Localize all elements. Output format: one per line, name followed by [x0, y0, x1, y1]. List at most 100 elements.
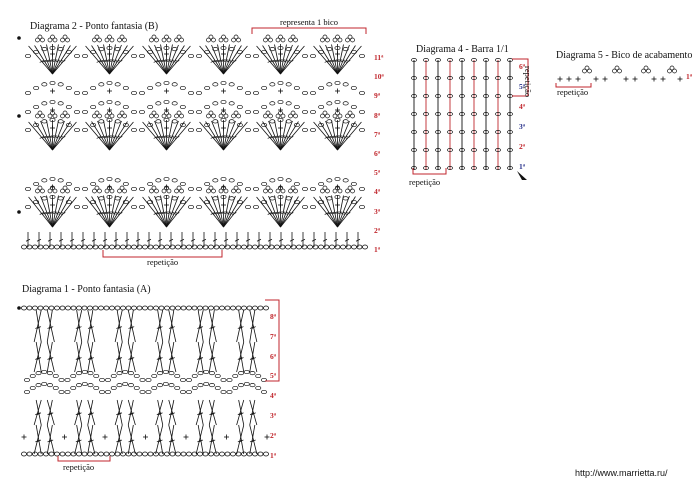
stitch-bar [153, 212, 158, 215]
stitch-bar [286, 211, 291, 215]
stitch-bar [158, 59, 164, 63]
chain-stitch [48, 305, 55, 311]
chain-stitch [191, 244, 198, 250]
stitch-bar [50, 211, 55, 214]
double-crochet-stitch [208, 399, 217, 426]
chain-stitch [105, 377, 111, 383]
chain-stitch [41, 381, 48, 387]
stitch-bar [118, 212, 123, 215]
chain-stitch [447, 94, 453, 98]
picot-stitch [104, 37, 110, 43]
chain-stitch [423, 58, 429, 62]
chain-stitch [155, 47, 162, 52]
picot-stitch [149, 37, 154, 43]
picot-stitch [47, 113, 53, 119]
stitch-bar [80, 238, 86, 242]
picot-stitch [117, 37, 122, 43]
stitch-bar [198, 357, 204, 360]
stitch-bar [212, 238, 218, 242]
chain-stitch [507, 76, 513, 80]
chain-stitch [155, 178, 162, 183]
chain-stitch [114, 82, 121, 87]
picot-stitch [325, 113, 330, 119]
chain-stitch [142, 305, 148, 311]
chain-stitch [65, 49, 72, 55]
stitch-bar [175, 136, 180, 139]
picot-stitch [280, 37, 286, 43]
picot-stitch [65, 113, 70, 119]
stitch-bar [343, 211, 348, 215]
chain-stitch [224, 244, 231, 250]
double-crochet-stitch [33, 341, 42, 373]
stitch-bar [209, 439, 214, 443]
double-crochet-stitch [238, 424, 245, 455]
chain-stitch [228, 82, 235, 87]
chain-stitch [41, 178, 48, 183]
chain-stitch [285, 244, 291, 250]
chain-stitch [202, 244, 209, 250]
chain-stitch [310, 186, 316, 192]
picot-stitch [233, 34, 239, 40]
chain-stitch [122, 181, 129, 187]
chain-stitch [245, 127, 251, 133]
double-crochet-stitch [337, 195, 350, 228]
chain-stitch [249, 371, 256, 376]
chain-stitch [483, 112, 489, 116]
chain-stitch [302, 127, 308, 133]
stitch-bar [53, 59, 58, 63]
stitch-bar [87, 326, 93, 329]
stitch-bar [115, 135, 120, 139]
chain-stitch [220, 99, 227, 105]
picot-stitch [231, 37, 236, 43]
stitch-bar [329, 135, 335, 139]
picot-stitch [60, 37, 65, 43]
chain-stitch [203, 381, 210, 387]
chain-stitch [495, 94, 501, 98]
chain-stitch [64, 377, 71, 383]
stitch-bar [275, 59, 280, 63]
double-crochet-stitch [319, 196, 338, 228]
chain-stitch [342, 101, 349, 106]
picot-stitch [223, 188, 229, 194]
chain-stitch [174, 373, 181, 379]
chain-stitch [164, 305, 170, 311]
stitch-bar [104, 59, 109, 63]
stitch-bar [221, 59, 226, 62]
chain-stitch [212, 101, 219, 106]
chain-stitch [261, 49, 268, 55]
diagram2-title: Diagrama 2 - Ponto fantasia (B) [30, 21, 159, 32]
chain-stitch [65, 244, 71, 250]
picot-stitch [332, 37, 338, 43]
double-crochet-stitch [109, 120, 116, 151]
chain-stitch [411, 94, 417, 98]
chain-stitch [151, 385, 158, 391]
double-crochet-stitch [205, 196, 224, 228]
chain-stitch [70, 244, 77, 250]
double-crochet-stitch [109, 45, 134, 75]
picot-stitch [47, 37, 53, 43]
chain-stitch [180, 244, 187, 250]
stitch-bar [115, 211, 120, 215]
stitch-bar [55, 135, 61, 139]
chain-stitch [92, 305, 99, 311]
chain-stitch [202, 305, 209, 311]
stitch-bar [158, 211, 164, 215]
chain-stitch [163, 194, 170, 200]
chain-stitch [228, 178, 235, 183]
chain-stitch [122, 122, 129, 128]
chain-stitch [82, 127, 88, 133]
double-crochet-stitch [46, 424, 53, 455]
chain-stitch [21, 305, 27, 311]
chain-stitch [245, 186, 251, 192]
chain-stitch [157, 383, 163, 388]
stitch-bar [47, 211, 52, 215]
double-crochet-stitch [195, 399, 204, 426]
stitch-bar [61, 60, 66, 63]
chain-stitch [423, 166, 429, 170]
stitch-bar [179, 238, 185, 242]
chain-stitch [318, 104, 325, 110]
chain-stitch [213, 244, 220, 250]
diagram5-title: Diagrama 5 - Bico de acabamento [556, 50, 693, 61]
chain-stitch [191, 305, 198, 311]
picot-stitch [161, 113, 167, 119]
